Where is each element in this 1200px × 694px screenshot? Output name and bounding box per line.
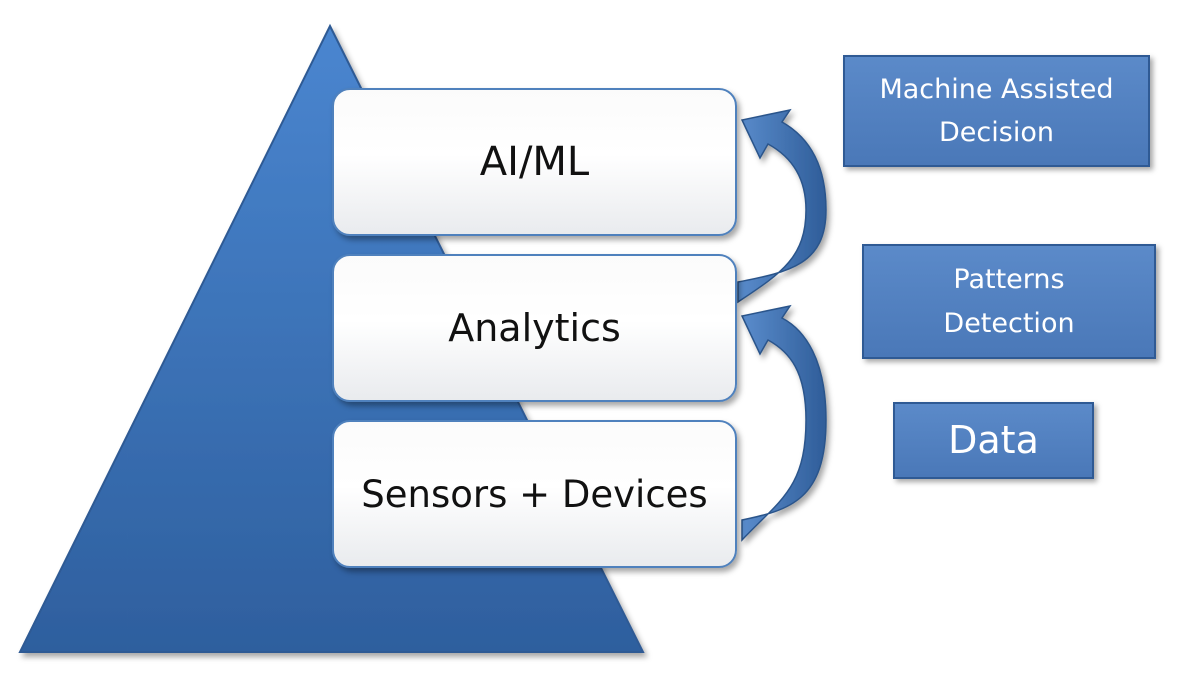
patterns-line2: Detection xyxy=(943,307,1075,339)
machine-assisted-line1: Machine Assisted xyxy=(879,73,1114,105)
data-label: Data xyxy=(893,402,1094,479)
layer-analytics-label: Analytics xyxy=(448,306,621,350)
patterns-detection-label: Patterns Detection xyxy=(862,244,1156,359)
layer-sensors-devices: Sensors + Devices xyxy=(332,420,737,568)
arrow-sensors-to-analytics xyxy=(740,304,827,542)
patterns-line1: Patterns xyxy=(953,264,1065,296)
layer-sensors-devices-label: Sensors + Devices xyxy=(361,472,708,516)
layer-aiml: AI/ML xyxy=(332,88,737,236)
layer-aiml-label: AI/ML xyxy=(479,139,590,185)
arrow-analytics-to-aiml xyxy=(737,108,827,304)
machine-assisted-line2: Decision xyxy=(939,117,1054,148)
layer-analytics: Analytics xyxy=(332,254,737,402)
data-label-text: Data xyxy=(948,417,1039,462)
machine-assisted-decision-label: Machine Assisted Decision xyxy=(843,55,1150,167)
